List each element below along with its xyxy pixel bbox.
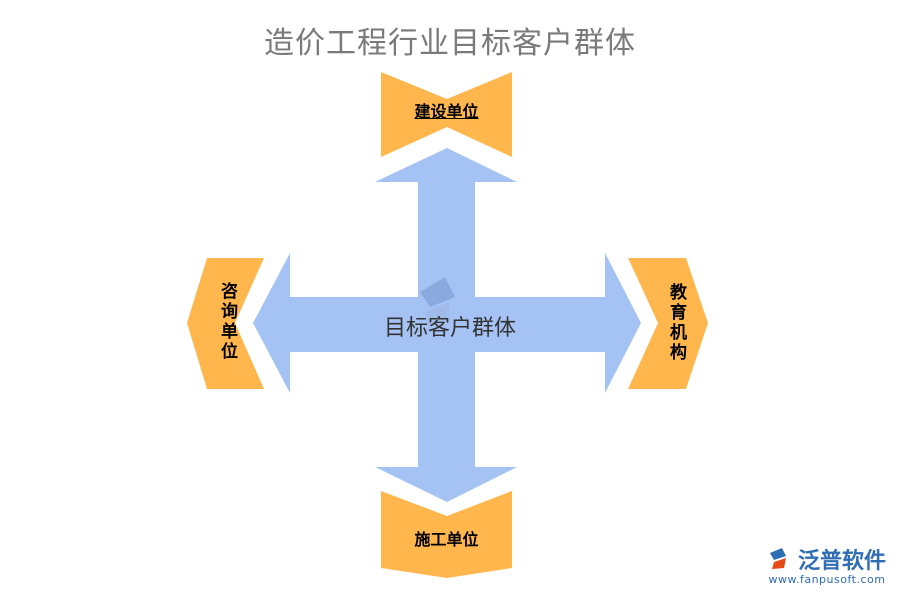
- brand-watermark: 泛普软件 www.fanpusoft.com: [768, 543, 886, 586]
- brand-url: www.fanpusoft.com: [768, 573, 886, 586]
- center-label: 目标客户群体: [383, 316, 516, 341]
- node-shape-bottom: [381, 491, 512, 578]
- node-label-left: 咨询单位: [217, 282, 237, 362]
- node-label-right: 教育机构: [666, 283, 686, 363]
- four-way-arrow: [253, 148, 641, 502]
- node-label-bottom: 施工单位: [414, 530, 479, 549]
- brand-name: 泛普软件: [797, 549, 886, 574]
- node-label-top: 建设单位: [414, 102, 479, 121]
- node-shape-left: [187, 258, 264, 389]
- diagram-title: 造价工程行业目标客户群体: [264, 26, 636, 61]
- node-shape-right: [628, 258, 708, 389]
- fanpu-logo-icon: [769, 548, 786, 569]
- node-shape-top: [381, 72, 512, 157]
